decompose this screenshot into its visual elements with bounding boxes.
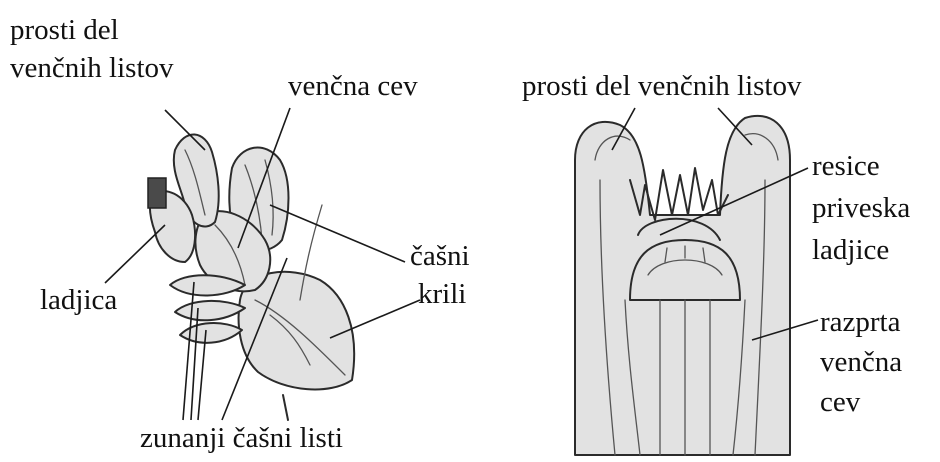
outer-sepal-2 [175,301,245,320]
left-stem [283,395,288,420]
label-split-tube-line1: razprta [820,304,901,340]
label-corolla-tube: venčna cev [288,68,418,104]
label-split-tube-line2: venčna [820,344,902,380]
right-flower-drawing [575,116,790,455]
label-calyx-wings-line1: čašni [410,238,470,274]
label-fringes-line1: resice [812,148,880,184]
label-free-part-line1: prosti del [10,12,119,48]
label-free-part-line2: venčnih listov [10,50,174,86]
label-fringes-line3: ladjice [812,232,889,268]
left-flower-drawing [148,134,354,420]
label-keel: ladjica [40,282,117,318]
label-right-free-part: prosti del venčnih listov [522,68,802,104]
label-outer-sepals: zunanji čašni listi [140,420,343,456]
keel-tip [148,178,166,208]
label-split-tube-line3: cev [820,384,860,420]
label-fringes-line2: priveska [812,190,910,226]
label-calyx-wings-line2: krili [418,276,466,312]
